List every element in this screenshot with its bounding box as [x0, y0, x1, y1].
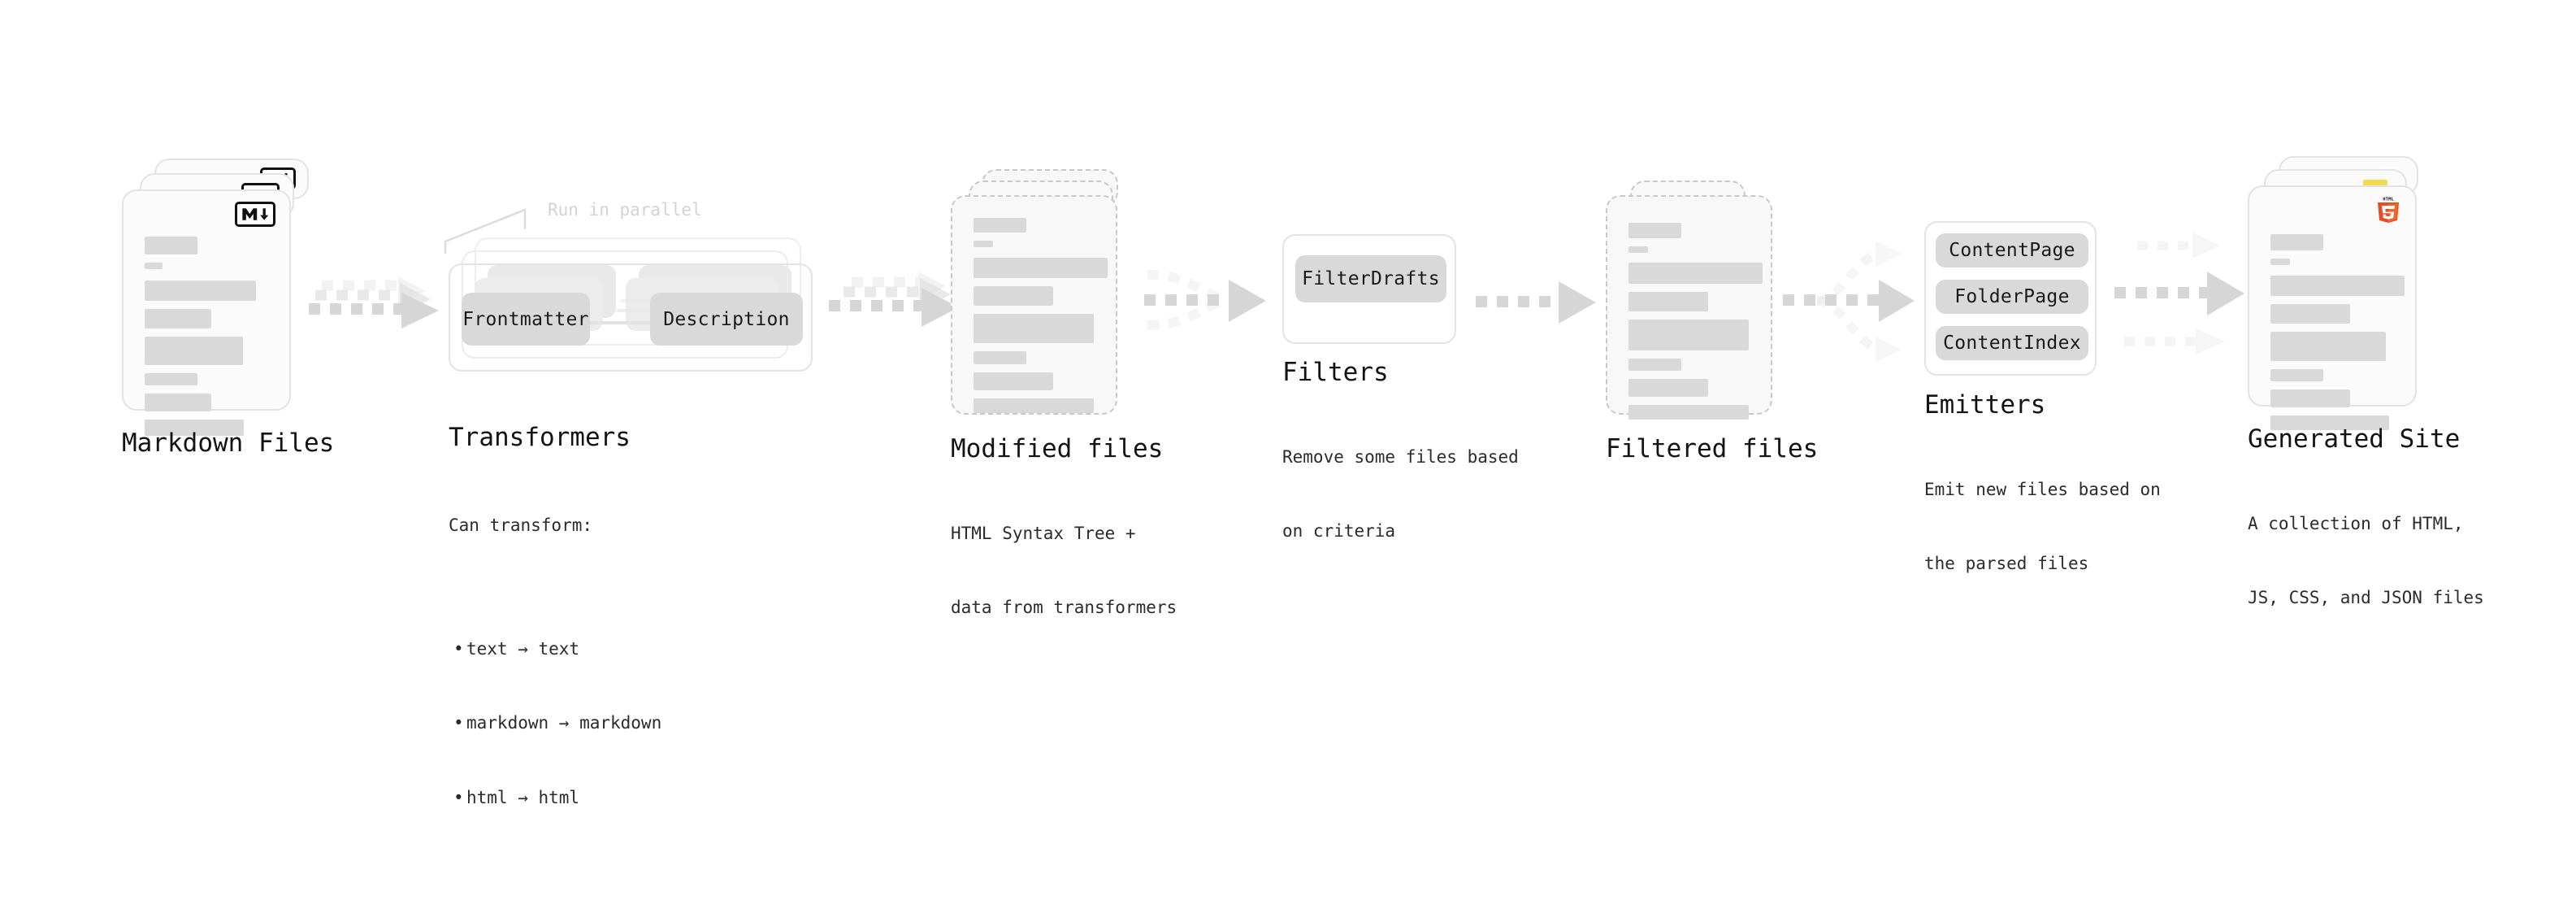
caption-line: Emit new files based on [1924, 479, 2161, 499]
card-skeleton-lines [974, 218, 1108, 421]
card-skeleton-lines [145, 237, 268, 444]
connector-modified-to-filters [1136, 259, 1274, 347]
stage-title-emitters: Emitters [1924, 390, 2046, 420]
chip-filterdrafts[interactable]: FilterDrafts [1295, 255, 1446, 302]
run-in-parallel-bracket [444, 197, 541, 265]
svg-text:HTML: HTML [2383, 198, 2394, 202]
stage-caption-emitters: Emit new files based on the parsed files [1924, 428, 2161, 626]
caption-line: the parsed files [1924, 554, 2089, 574]
connector-emitters-to-site [2110, 229, 2256, 371]
stage-title-markdown-files: Markdown Files [122, 428, 335, 458]
stage-markdown-files: Markdown Files [122, 159, 334, 458]
stage-title-filters: Filters [1282, 358, 1389, 387]
stage-caption-filters: Remove some files based on criteria [1282, 395, 1519, 594]
connector-transformers-to-modified [827, 268, 965, 337]
caption-line: HTML Syntax Tree + [951, 523, 1136, 543]
chip-folderpage[interactable]: FolderPage [1936, 280, 2088, 314]
caption-line: A collection of HTML, [2248, 513, 2464, 533]
stage-filtered-files: Filtered files [1606, 180, 1818, 463]
chip-description[interactable]: Description [650, 293, 803, 346]
caption-heading: Can transform: [449, 515, 593, 535]
stage-caption-transformers: Can transform: text → text markdown → ma… [449, 463, 661, 909]
emitters-group: ContentPage FolderPage ContentIndex [1924, 221, 2097, 376]
markdown-icon [235, 202, 275, 227]
caption-line: data from transformers [951, 598, 1177, 618]
generated-card-front: HTML [2248, 185, 2417, 430]
caption-bullet: markdown → markdown [449, 711, 661, 736]
connector-md-to-transformers [307, 275, 445, 337]
filters-group: FilterDrafts [1282, 234, 1456, 344]
filtered-card-front [1606, 195, 1772, 420]
diagram-canvas: Markdown Files [0, 0, 2576, 681]
filtered-file-stack [1606, 180, 1793, 424]
caption-line: on criteria [1282, 521, 1396, 541]
caption-line: JS, CSS, and JSON files [2248, 588, 2484, 608]
modified-file-stack [951, 169, 1138, 421]
stage-title-modified-files: Modified files [951, 434, 1164, 463]
card-skeleton-lines [2270, 234, 2405, 438]
chip-contentpage[interactable]: ContentPage [1936, 233, 2088, 267]
chip-frontmatter[interactable]: Frontmatter [462, 293, 590, 346]
connector-filters-to-filtered [1472, 276, 1602, 330]
stage-title-filtered-files: Filtered files [1606, 434, 1819, 463]
card-skeleton-lines [1628, 223, 1763, 428]
stage-caption-generated-site: A collection of HTML, JS, CSS, and JSON … [2248, 462, 2484, 660]
caption-line: Remove some files based [1282, 446, 1519, 467]
markdown-file-stack [122, 159, 309, 436]
modified-card-front [951, 195, 1117, 415]
caption-bullet: html → html [449, 785, 661, 811]
stage-modified-files: Modified files HTML Syntax Tree + data f… [951, 169, 1177, 617]
stage-caption-modified-files: HTML Syntax Tree + data from transformer… [951, 472, 1177, 670]
stage-title-generated-site: Generated Site [2248, 424, 2461, 454]
run-in-parallel-label: Run in parallel [548, 200, 702, 220]
caption-bullet: text → text [449, 637, 661, 662]
stage-title-transformers: Transformers [449, 423, 631, 452]
markdown-card-front [122, 189, 291, 436]
chip-contentindex[interactable]: ContentIndex [1936, 326, 2088, 360]
stage-generated-site: css HTML [2248, 156, 2484, 607]
html5-icon: HTML [2376, 195, 2400, 226]
connector-filtered-to-emitters [1778, 236, 1924, 363]
transformers-group-front: Frontmatter Description [449, 263, 813, 372]
generated-site-stack: css HTML [2248, 156, 2443, 430]
